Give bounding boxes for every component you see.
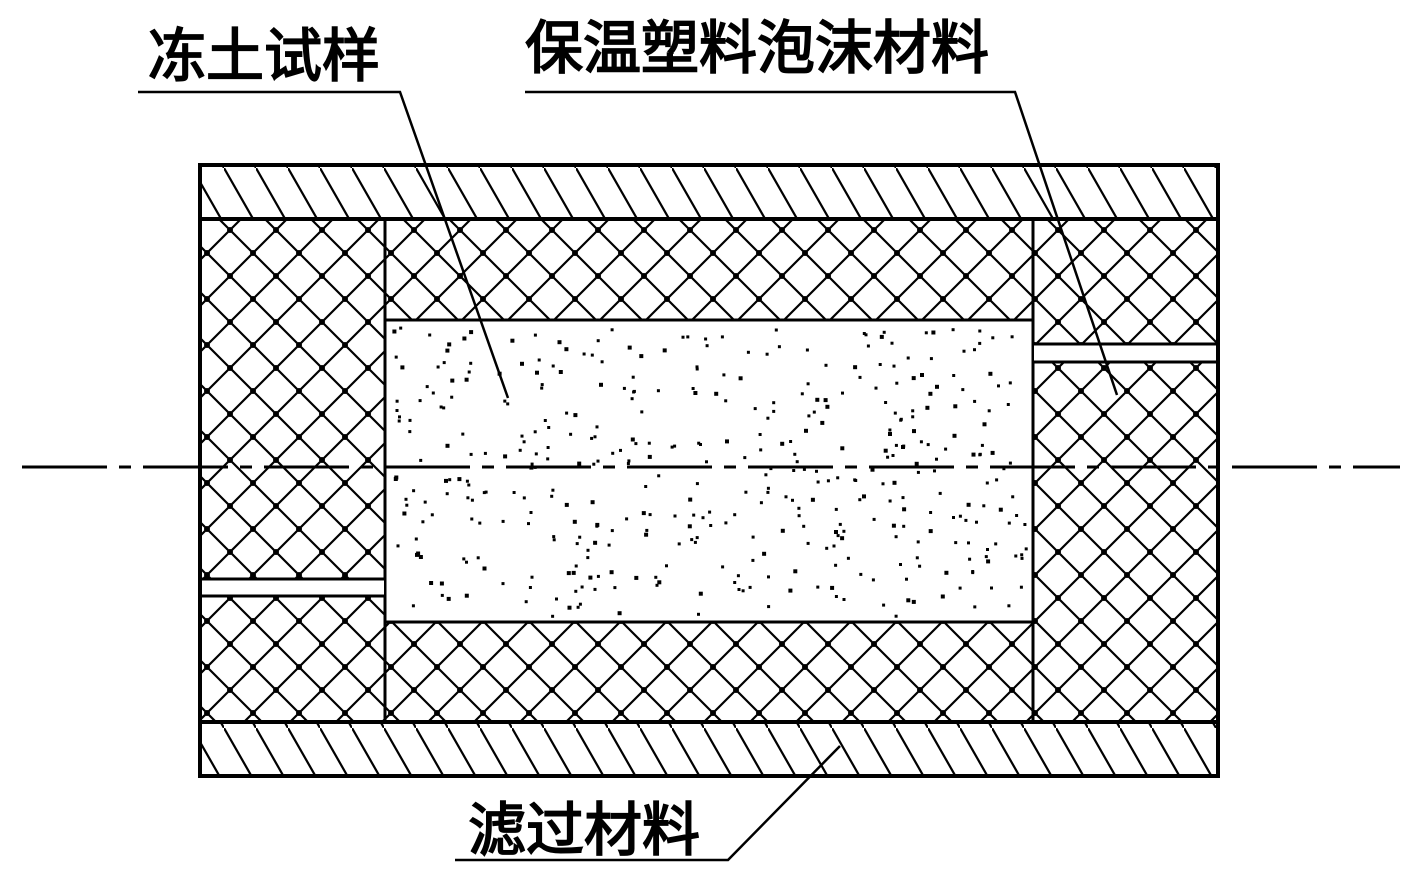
bottom-filter-layer <box>198 720 1220 778</box>
right-gap-slot <box>1034 342 1216 364</box>
label-insulation-foam: 保温塑料泡沫材料 <box>525 14 989 82</box>
frozen-soil-sample <box>383 318 1035 624</box>
left-gap-slot <box>202 577 384 598</box>
leader-line-frozen-soil <box>138 90 510 399</box>
label-frozen-soil-sample: 冻土试样 <box>148 22 380 90</box>
leader-line-filter-material <box>455 745 841 862</box>
top-filter-layer <box>198 163 1220 221</box>
label-filter-material: 滤过材料 <box>468 796 700 864</box>
leader-line-insulation-foam <box>525 90 1119 396</box>
